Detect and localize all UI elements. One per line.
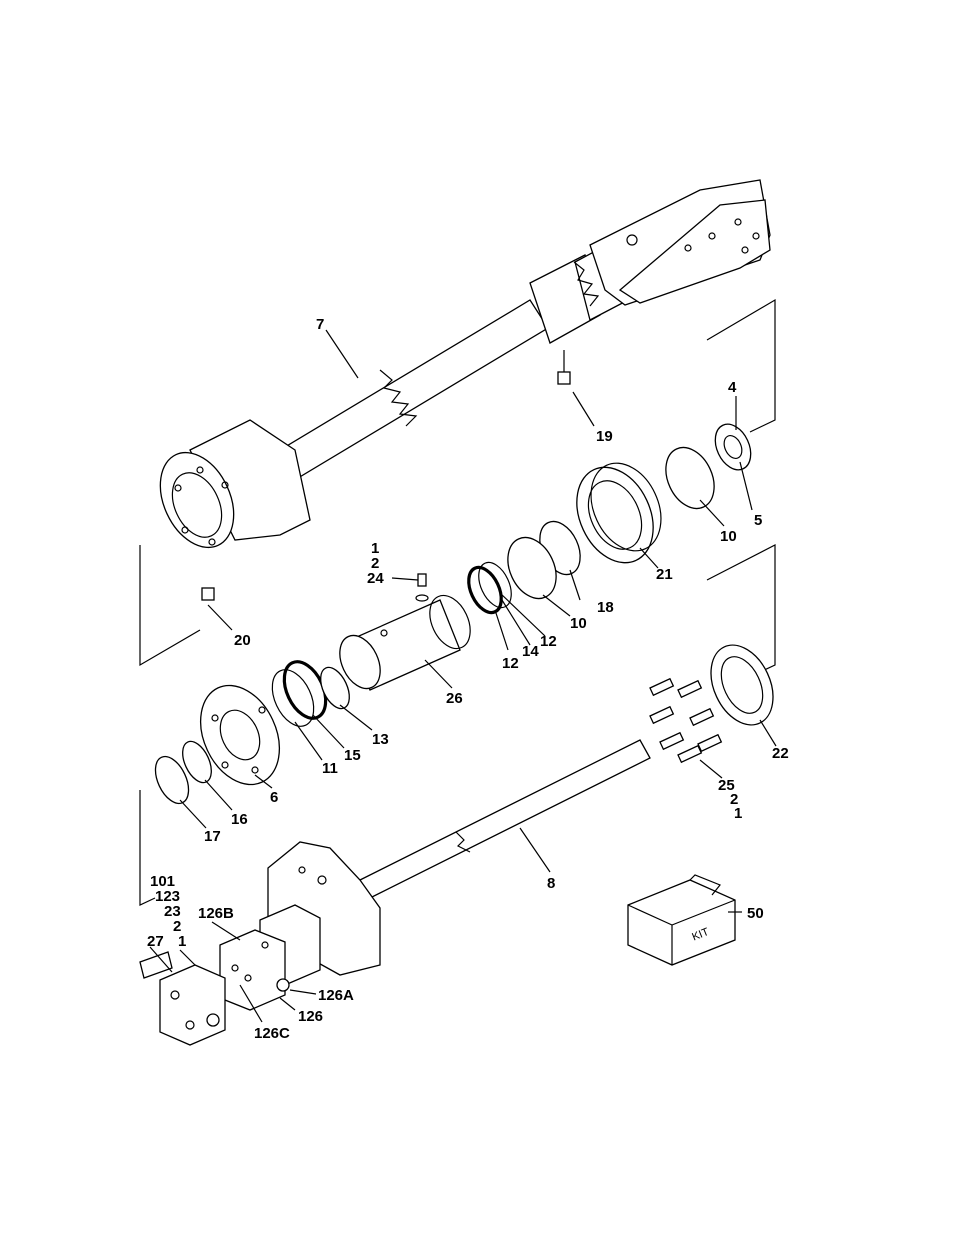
callout-1-b: 1 <box>734 805 742 822</box>
callout-123: 123 <box>155 888 180 905</box>
callout-2-a: 2 <box>371 555 379 572</box>
gland-seals <box>271 660 350 727</box>
callout-20: 20 <box>234 632 251 649</box>
head-part-6 <box>200 684 280 786</box>
callout-10-lower: 10 <box>570 615 587 632</box>
callout-2-b: 2 <box>730 791 738 808</box>
callout-10-upper: 10 <box>720 528 737 545</box>
callout-22: 22 <box>772 745 789 762</box>
gasket-and-bolts <box>649 644 774 764</box>
callout-24: 24 <box>367 570 384 587</box>
callout-23: 23 <box>164 903 181 920</box>
callout-26: 26 <box>446 690 463 707</box>
upper-small-parts <box>507 423 752 600</box>
callout-16: 16 <box>231 811 248 828</box>
wiper-seals <box>154 740 212 805</box>
kit-box-part-50: KIT <box>627 874 736 966</box>
callout-126C: 126C <box>254 1025 290 1042</box>
callout-6: 6 <box>270 789 278 806</box>
callout-1-c: 1 <box>178 933 186 950</box>
callout-5: 5 <box>754 512 762 529</box>
callout-25: 25 <box>718 777 735 794</box>
callout-126B: 126B <box>198 905 234 922</box>
callout-12-b: 12 <box>502 655 519 672</box>
callout-14: 14 <box>522 643 539 660</box>
callout-12-a: 12 <box>540 633 557 650</box>
callout-27: 27 <box>147 933 164 950</box>
callout-19: 19 <box>596 428 613 445</box>
callout-18: 18 <box>597 599 614 616</box>
callout-101: 101 <box>150 873 175 890</box>
callout-13: 13 <box>372 731 389 748</box>
callout-17: 17 <box>204 828 221 845</box>
callout-50: 50 <box>747 905 764 922</box>
callout-2-c: 2 <box>173 918 181 935</box>
callout-126: 126 <box>298 1008 323 1025</box>
piston-and-seals <box>339 561 512 691</box>
callout-8: 8 <box>547 875 555 892</box>
fittings-19-20 <box>201 350 571 601</box>
bracket-lines <box>139 298 776 906</box>
callout-4: 4 <box>728 379 737 396</box>
callout-11: 11 <box>322 760 338 777</box>
callout-1-a: 1 <box>371 540 379 557</box>
callout-7: 7 <box>316 316 324 333</box>
leader-lines <box>149 329 777 1023</box>
valve-blocks <box>139 904 321 1046</box>
callout-labels: 7 4 19 5 10 21 1 2 24 18 10 12 14 12 20 … <box>147 316 789 1042</box>
callout-21: 21 <box>656 566 673 583</box>
callout-15: 15 <box>344 747 361 764</box>
barrel-assembly-part-7 <box>159 179 771 549</box>
callout-126A: 126A <box>318 987 354 1004</box>
